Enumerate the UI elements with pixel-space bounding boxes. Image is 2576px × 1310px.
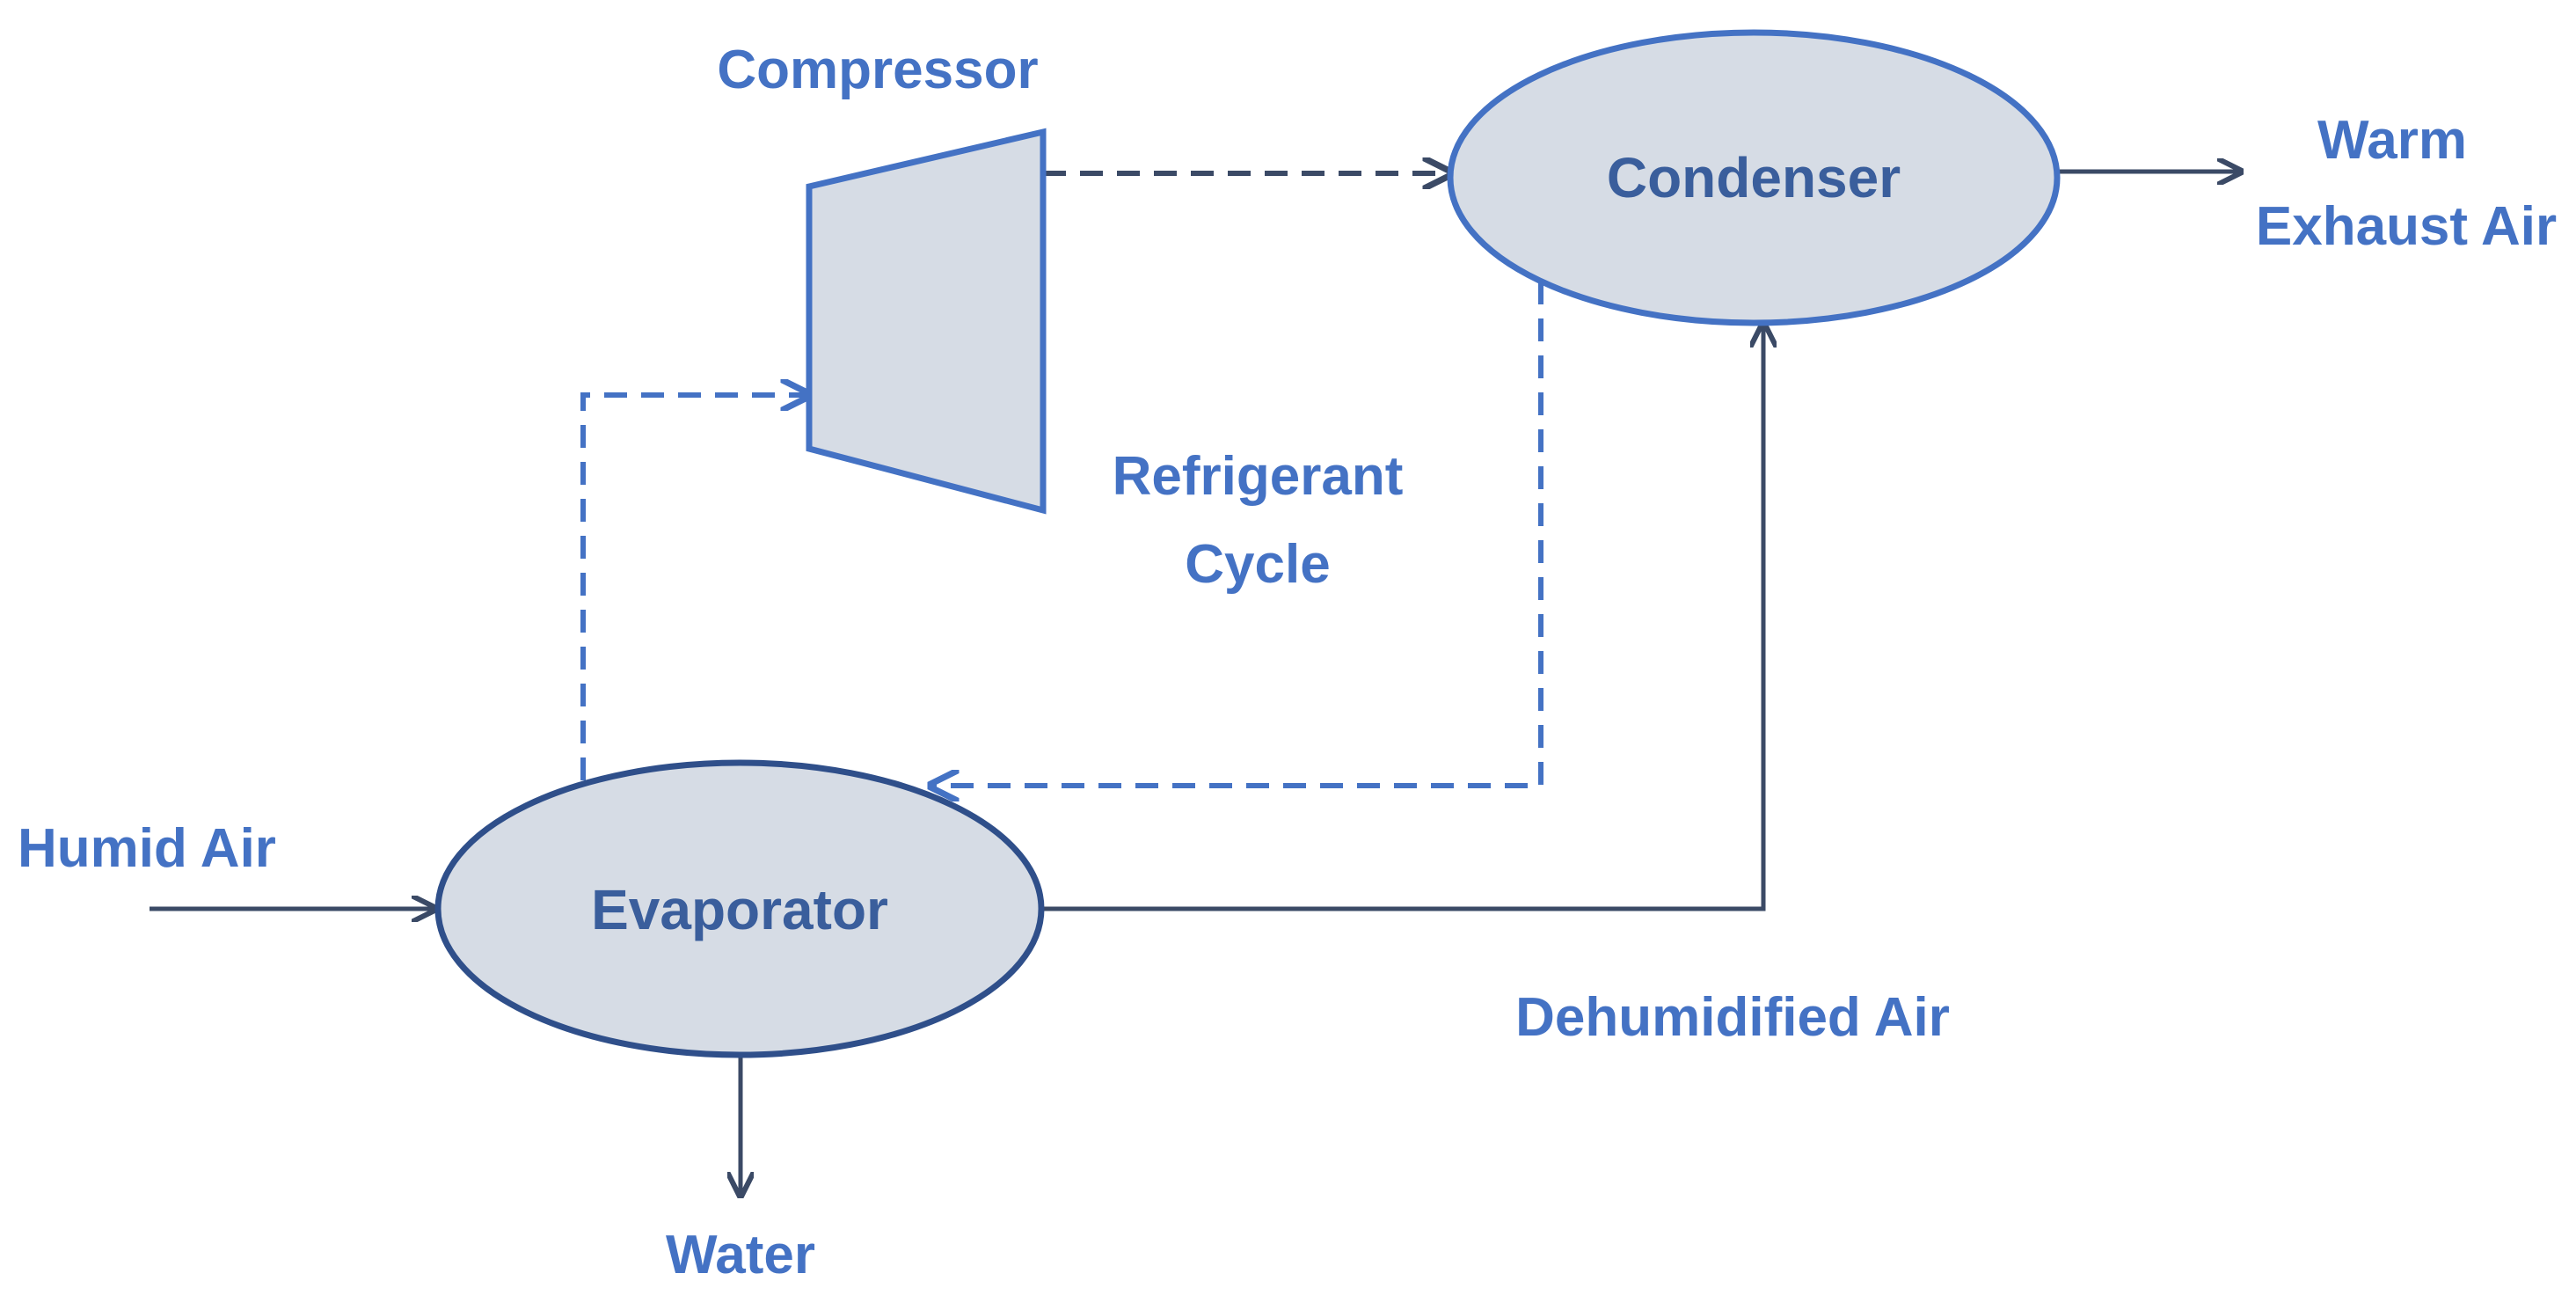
- compressor-shape: [806, 128, 1047, 515]
- dehumidified-air-label: Dehumidified Air: [1515, 987, 1950, 1048]
- dehumidified-air-arrow: [1043, 324, 1763, 911]
- humid-air-label: Humid Air: [18, 818, 276, 879]
- water-label: Water: [666, 1225, 815, 1285]
- warm-exhaust-label-line1: Warm: [2317, 110, 2467, 171]
- refrigerant-cycle-label-line2: Cycle: [1185, 534, 1330, 595]
- compressor-label: Compressor: [717, 40, 1038, 100]
- condenser-shape: [1447, 29, 2061, 326]
- condenser-label: Condenser: [1607, 146, 1901, 209]
- refrigerant-cycle-label-line1: Refrigerant: [1113, 446, 1404, 507]
- evaporator-shape: [434, 759, 1045, 1058]
- warm-exhaust-label-line2: Exhaust Air: [2256, 196, 2557, 257]
- evaporator-label: Evaporator: [591, 878, 888, 941]
- condenser-to-evaporator-arrow: [930, 282, 1543, 786]
- evaporator-to-compressor-arrow: [580, 395, 809, 780]
